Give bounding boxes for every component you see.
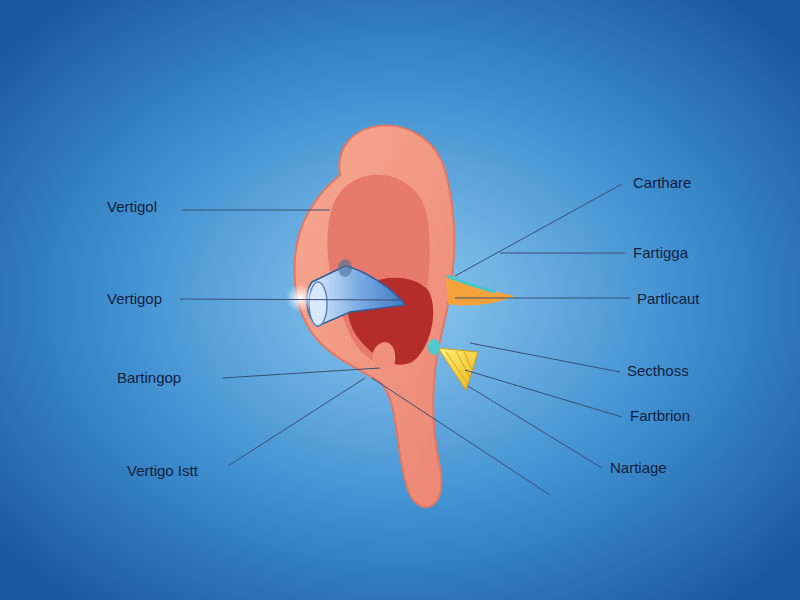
- part-label: Vertigop: [107, 290, 162, 308]
- leader-line: [372, 378, 550, 495]
- leader-line: [465, 370, 622, 417]
- part-label: Vertigol: [107, 198, 157, 216]
- leader-line: [222, 368, 380, 378]
- leader-lines: [180, 184, 630, 495]
- cartilage: [446, 278, 515, 306]
- part-label: Carthare: [633, 174, 691, 192]
- leader-line: [455, 184, 622, 276]
- part-label: Vertigo Istt: [127, 462, 198, 480]
- outer-ear: [295, 125, 455, 507]
- part-label: Secthoss: [627, 362, 689, 380]
- leader-line: [455, 298, 630, 299]
- part-label: Fartbrion: [630, 407, 690, 425]
- leader-line: [182, 210, 330, 211]
- leader-line: [180, 299, 400, 300]
- leader-line: [470, 343, 620, 372]
- funnel: [307, 266, 405, 326]
- leader-line: [468, 386, 602, 468]
- cone-ribs: [446, 351, 472, 384]
- part-label: Partlicaut: [637, 290, 700, 308]
- cartilage-edge: [447, 276, 495, 292]
- part-label: Nartiage: [610, 459, 667, 477]
- cone: [438, 348, 478, 390]
- shadow: [338, 259, 352, 277]
- glow: [286, 284, 314, 312]
- leader-line: [228, 378, 365, 466]
- tragus: [372, 342, 395, 372]
- part-label: Fartigga: [633, 244, 688, 262]
- leader-line: [500, 253, 625, 254]
- part-label: Bartingop: [117, 369, 181, 387]
- cone-cap: [428, 339, 440, 355]
